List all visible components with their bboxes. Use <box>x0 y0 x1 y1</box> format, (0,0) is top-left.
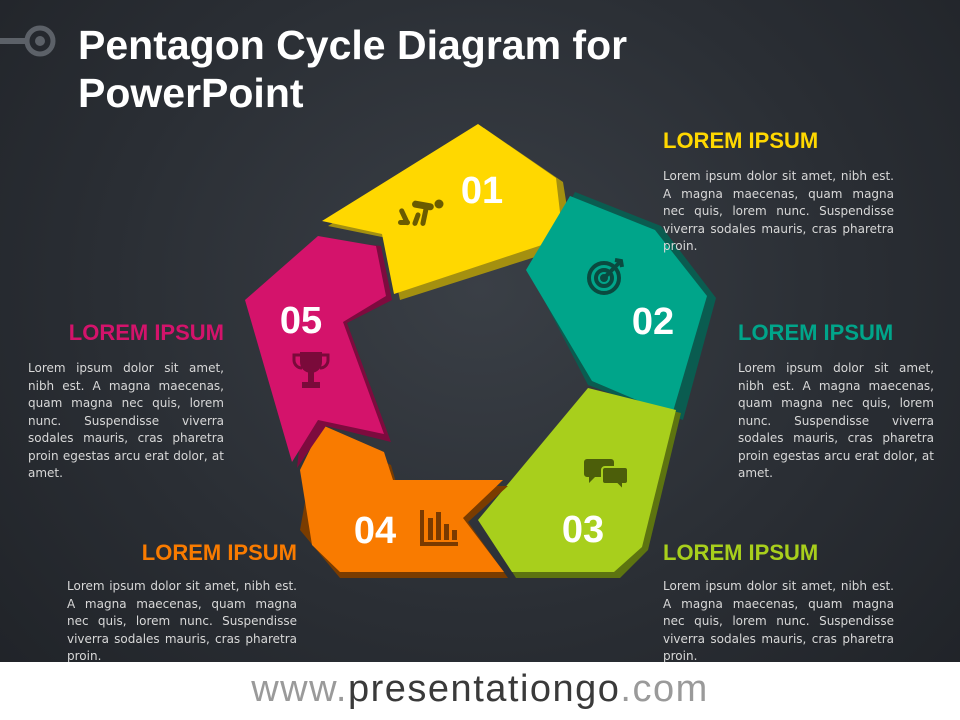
logo-ring-icon <box>0 25 56 57</box>
page-title-line-1: Pentagon Cycle Diagram for <box>78 22 628 68</box>
body-text-04: Lorem ipsum dolor sit amet, nibh est. A … <box>67 579 297 663</box>
segment-05-number: 05 <box>280 300 322 342</box>
segment-02-shape <box>526 196 707 415</box>
page-title-line-2: PowerPoint <box>78 70 304 116</box>
bar-chart-icon <box>420 510 458 546</box>
heading-05: LOREM IPSUM <box>68 320 224 345</box>
body-text-02: Lorem ipsum dolor sit amet, nibh est. A … <box>738 361 934 480</box>
segment-02: 02 <box>526 192 716 420</box>
body-text-03: Lorem ipsum dolor sit amet, nibh est. A … <box>663 579 894 663</box>
segment-02-number: 02 <box>632 301 674 343</box>
runner-start-icon <box>398 199 444 226</box>
heading-02: LOREM IPSUM <box>738 320 894 345</box>
footer-bar: www.presentationgo.com <box>0 662 960 720</box>
body-text-05: Lorem ipsum dolor sit amet, nibh est. A … <box>28 361 224 480</box>
segment-01-shape <box>322 124 563 294</box>
segment-01-number: 01 <box>461 170 503 212</box>
segment-05-shape <box>245 236 386 462</box>
heading-03: LOREM IPSUM <box>663 540 819 565</box>
segment-03: 03 <box>478 388 681 578</box>
chat-bubbles-icon <box>584 459 629 493</box>
target-icon <box>587 258 624 295</box>
segment-05: 05 <box>245 236 392 468</box>
heading-01: LOREM IPSUM <box>663 128 819 153</box>
segment-01: 01 <box>322 124 573 300</box>
segment-03-shape <box>478 388 676 572</box>
footer-url[interactable]: www.presentationgo.com <box>251 668 709 711</box>
heading-04: LOREM IPSUM <box>141 540 297 565</box>
trophy-icon <box>292 352 330 388</box>
body-text-01: Lorem ipsum dolor sit amet, nibh est. A … <box>663 169 894 253</box>
footer-url-prefix: www. <box>251 668 348 710</box>
segment-03-number: 03 <box>562 509 604 551</box>
segment-04: 04 <box>300 425 508 578</box>
segment-04-shape <box>300 425 504 572</box>
footer-url-suffix: .com <box>620 668 709 710</box>
segment-04-number: 04 <box>354 510 396 552</box>
footer-url-brand: presentationgo <box>348 668 621 710</box>
